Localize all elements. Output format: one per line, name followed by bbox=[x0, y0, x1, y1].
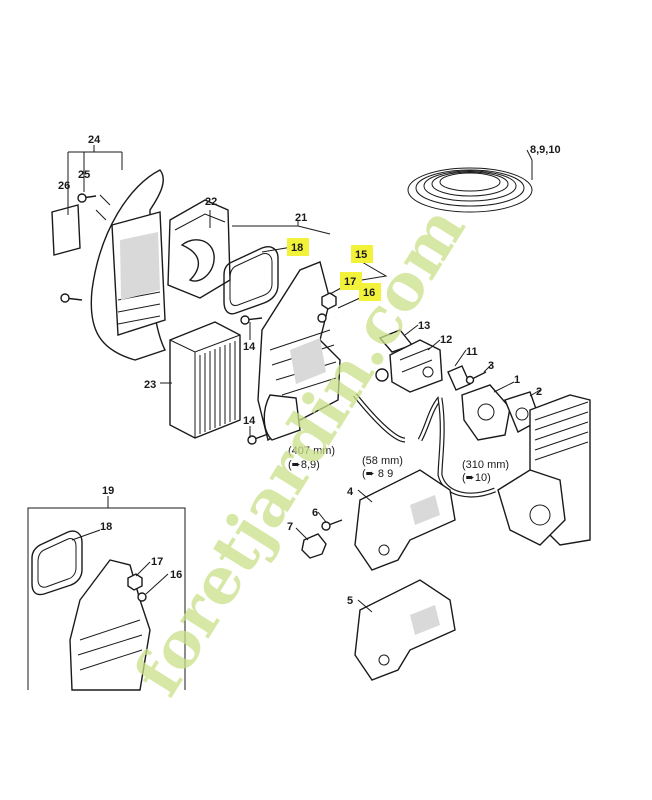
stud-14a bbox=[240, 315, 263, 325]
label-4: 4 bbox=[347, 486, 354, 498]
label-6: 6 bbox=[312, 507, 318, 519]
label-23: 23 bbox=[144, 379, 156, 391]
highlight-15 bbox=[351, 245, 373, 263]
label-19: 19 bbox=[102, 485, 114, 497]
label-3: 3 bbox=[488, 360, 494, 372]
filter-cover bbox=[90, 169, 166, 361]
label-plate bbox=[51, 204, 81, 256]
screw-cover-lower bbox=[60, 293, 83, 303]
label-5: 5 bbox=[347, 595, 353, 607]
label-8-9-10: 8,9,10 bbox=[530, 144, 561, 156]
label-18: 18 bbox=[291, 242, 303, 254]
screw-25 bbox=[77, 193, 97, 203]
label-25: 25 bbox=[78, 169, 90, 181]
label-15: 15 bbox=[355, 249, 367, 261]
hose-310-ref: (➨10) bbox=[462, 472, 491, 484]
hose-407-length: (407 mm) bbox=[288, 445, 335, 457]
hose-58 bbox=[417, 396, 442, 442]
label-21: 21 bbox=[295, 212, 307, 224]
engine-cylinder bbox=[497, 394, 591, 546]
label-16: 16 bbox=[363, 287, 375, 299]
washer-16a bbox=[317, 313, 327, 323]
hose-58-length: (58 mm) bbox=[362, 455, 403, 467]
label-24: 24 bbox=[88, 134, 101, 146]
hose-310-length: (310 mm) bbox=[462, 459, 509, 471]
label-17b: 17 bbox=[151, 556, 163, 568]
label-1: 1 bbox=[514, 374, 520, 386]
label-11: 11 bbox=[466, 346, 478, 358]
hose-407-ref: (➨8,9) bbox=[288, 459, 320, 471]
baffle-4 bbox=[354, 469, 456, 571]
intake-flange bbox=[461, 384, 511, 441]
hose-310 bbox=[437, 397, 496, 498]
label-16b: 16 bbox=[170, 569, 182, 581]
label-26: 26 bbox=[58, 180, 70, 192]
label-2: 2 bbox=[536, 386, 542, 398]
coiled-fuel-line bbox=[407, 160, 533, 213]
detail-box bbox=[27, 496, 186, 691]
highlight-18 bbox=[287, 238, 309, 256]
label-18b: 18 bbox=[100, 521, 112, 533]
nut-17a bbox=[321, 292, 337, 310]
label-14a: 14 bbox=[243, 341, 256, 353]
label-7: 7 bbox=[287, 521, 293, 533]
label-12: 12 bbox=[440, 334, 452, 346]
air-filter bbox=[169, 321, 241, 439]
gasket-18 bbox=[223, 246, 279, 315]
label-14b: 14 bbox=[243, 415, 256, 427]
carburetor bbox=[375, 339, 443, 393]
filter-base bbox=[257, 261, 341, 442]
screw-3 bbox=[465, 371, 487, 385]
hose-407 bbox=[298, 314, 406, 451]
baffle-5 bbox=[354, 579, 456, 681]
hose-58-ref: (➨ 8 9 bbox=[362, 468, 393, 480]
label-17: 17 bbox=[344, 276, 356, 288]
highlight-16 bbox=[359, 283, 381, 301]
prefilter bbox=[167, 199, 231, 299]
label-22: 22 bbox=[205, 196, 217, 208]
highlight-17 bbox=[340, 272, 362, 290]
label-13: 13 bbox=[418, 320, 430, 332]
